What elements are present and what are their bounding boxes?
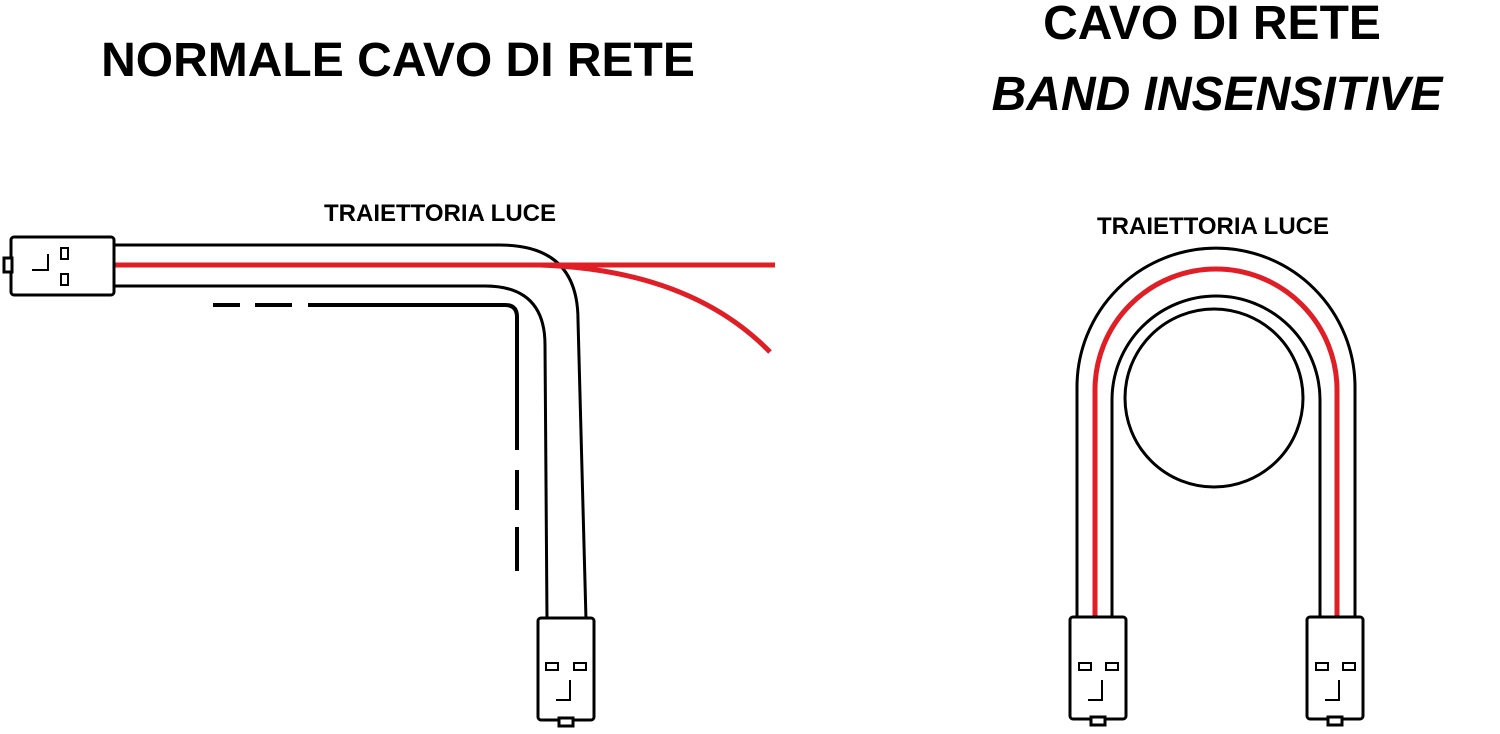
right-light-path-label: TRAIETTORIA LUCE — [1097, 213, 1329, 240]
right-light-path — [1092, 266, 1340, 617]
left-signal-loss-indicator — [213, 303, 519, 571]
right-panel-title-line1: CAVO DI RETE — [1043, 0, 1381, 50]
left-panel-title: NORMALE CAVO DI RETE — [101, 34, 695, 87]
right-panel-bend-insensitive-cable: CAVO DI RETE BAND INSENSITIVE TRAIETTORI… — [992, 0, 1445, 727]
bend-mandrel-circle — [1123, 307, 1305, 489]
left-panel-normal-cable: NORMALE CAVO DI RETE TRAIETTORIA LUCE — [2, 34, 775, 728]
left-cable-inner-wall — [114, 284, 549, 621]
right-cable-inner-wall — [1110, 294, 1322, 617]
rj45-connector-icon — [536, 616, 596, 728]
rj45-connector-icon — [2, 235, 116, 297]
right-cable-outer-wall — [1075, 246, 1357, 617]
left-light-path-label: TRAIETTORIA LUCE — [324, 200, 556, 227]
left-light-path-escaping — [539, 262, 772, 354]
right-panel-title-line2: BAND INSENSITIVE — [992, 68, 1445, 121]
rj45-connector-icon — [1068, 615, 1128, 727]
rj45-connector-icon — [1305, 615, 1365, 727]
